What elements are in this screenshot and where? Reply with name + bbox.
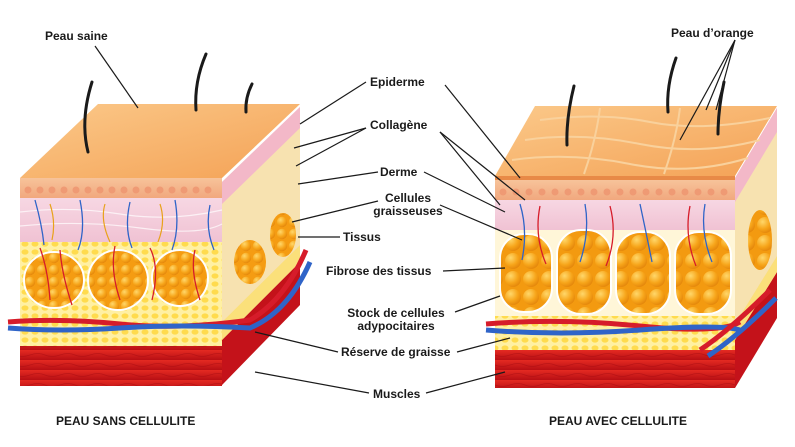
- left-muscle: [20, 346, 222, 386]
- label-tissus: Tissus: [343, 230, 381, 244]
- label-stock-cellules: Stock de cellules adypocitaires: [340, 307, 452, 333]
- label-peau-orange: Peau d’orange: [671, 26, 754, 40]
- label-stock-line1: Stock de cellules: [347, 306, 445, 320]
- right-muscle: [495, 350, 735, 388]
- label-fibrose: Fibrose des tissus: [326, 264, 432, 278]
- label-stock-line2: adypocitaires: [357, 319, 435, 333]
- label-muscles: Muscles: [373, 387, 421, 401]
- cellulite-skin-block: [485, 56, 778, 388]
- left-block-top-face: [20, 104, 300, 178]
- healthy-skin-block: [7, 52, 313, 386]
- label-epiderme: Epiderme: [370, 75, 425, 89]
- leader-lines: [94, 39, 736, 394]
- caption-peau-avec-cellulite: PEAU AVEC CELLULITE: [549, 414, 688, 428]
- label-collagene: Collagène: [370, 118, 428, 132]
- label-cellules-line1: Cellules: [384, 191, 432, 205]
- right-dermis: [495, 200, 735, 230]
- label-derme: Derme: [380, 165, 418, 179]
- label-peau-saine: Peau saine: [45, 29, 108, 43]
- label-reserve-graisse: Réserve de graisse: [341, 345, 451, 359]
- right-block-top-face: [495, 106, 777, 176]
- label-cellules-line2: graisseuses: [373, 204, 443, 218]
- caption-peau-sans-cellulite: PEAU SANS CELLULITE: [56, 414, 196, 428]
- label-cellules-graisseuses: Cellules graisseuses: [368, 192, 448, 218]
